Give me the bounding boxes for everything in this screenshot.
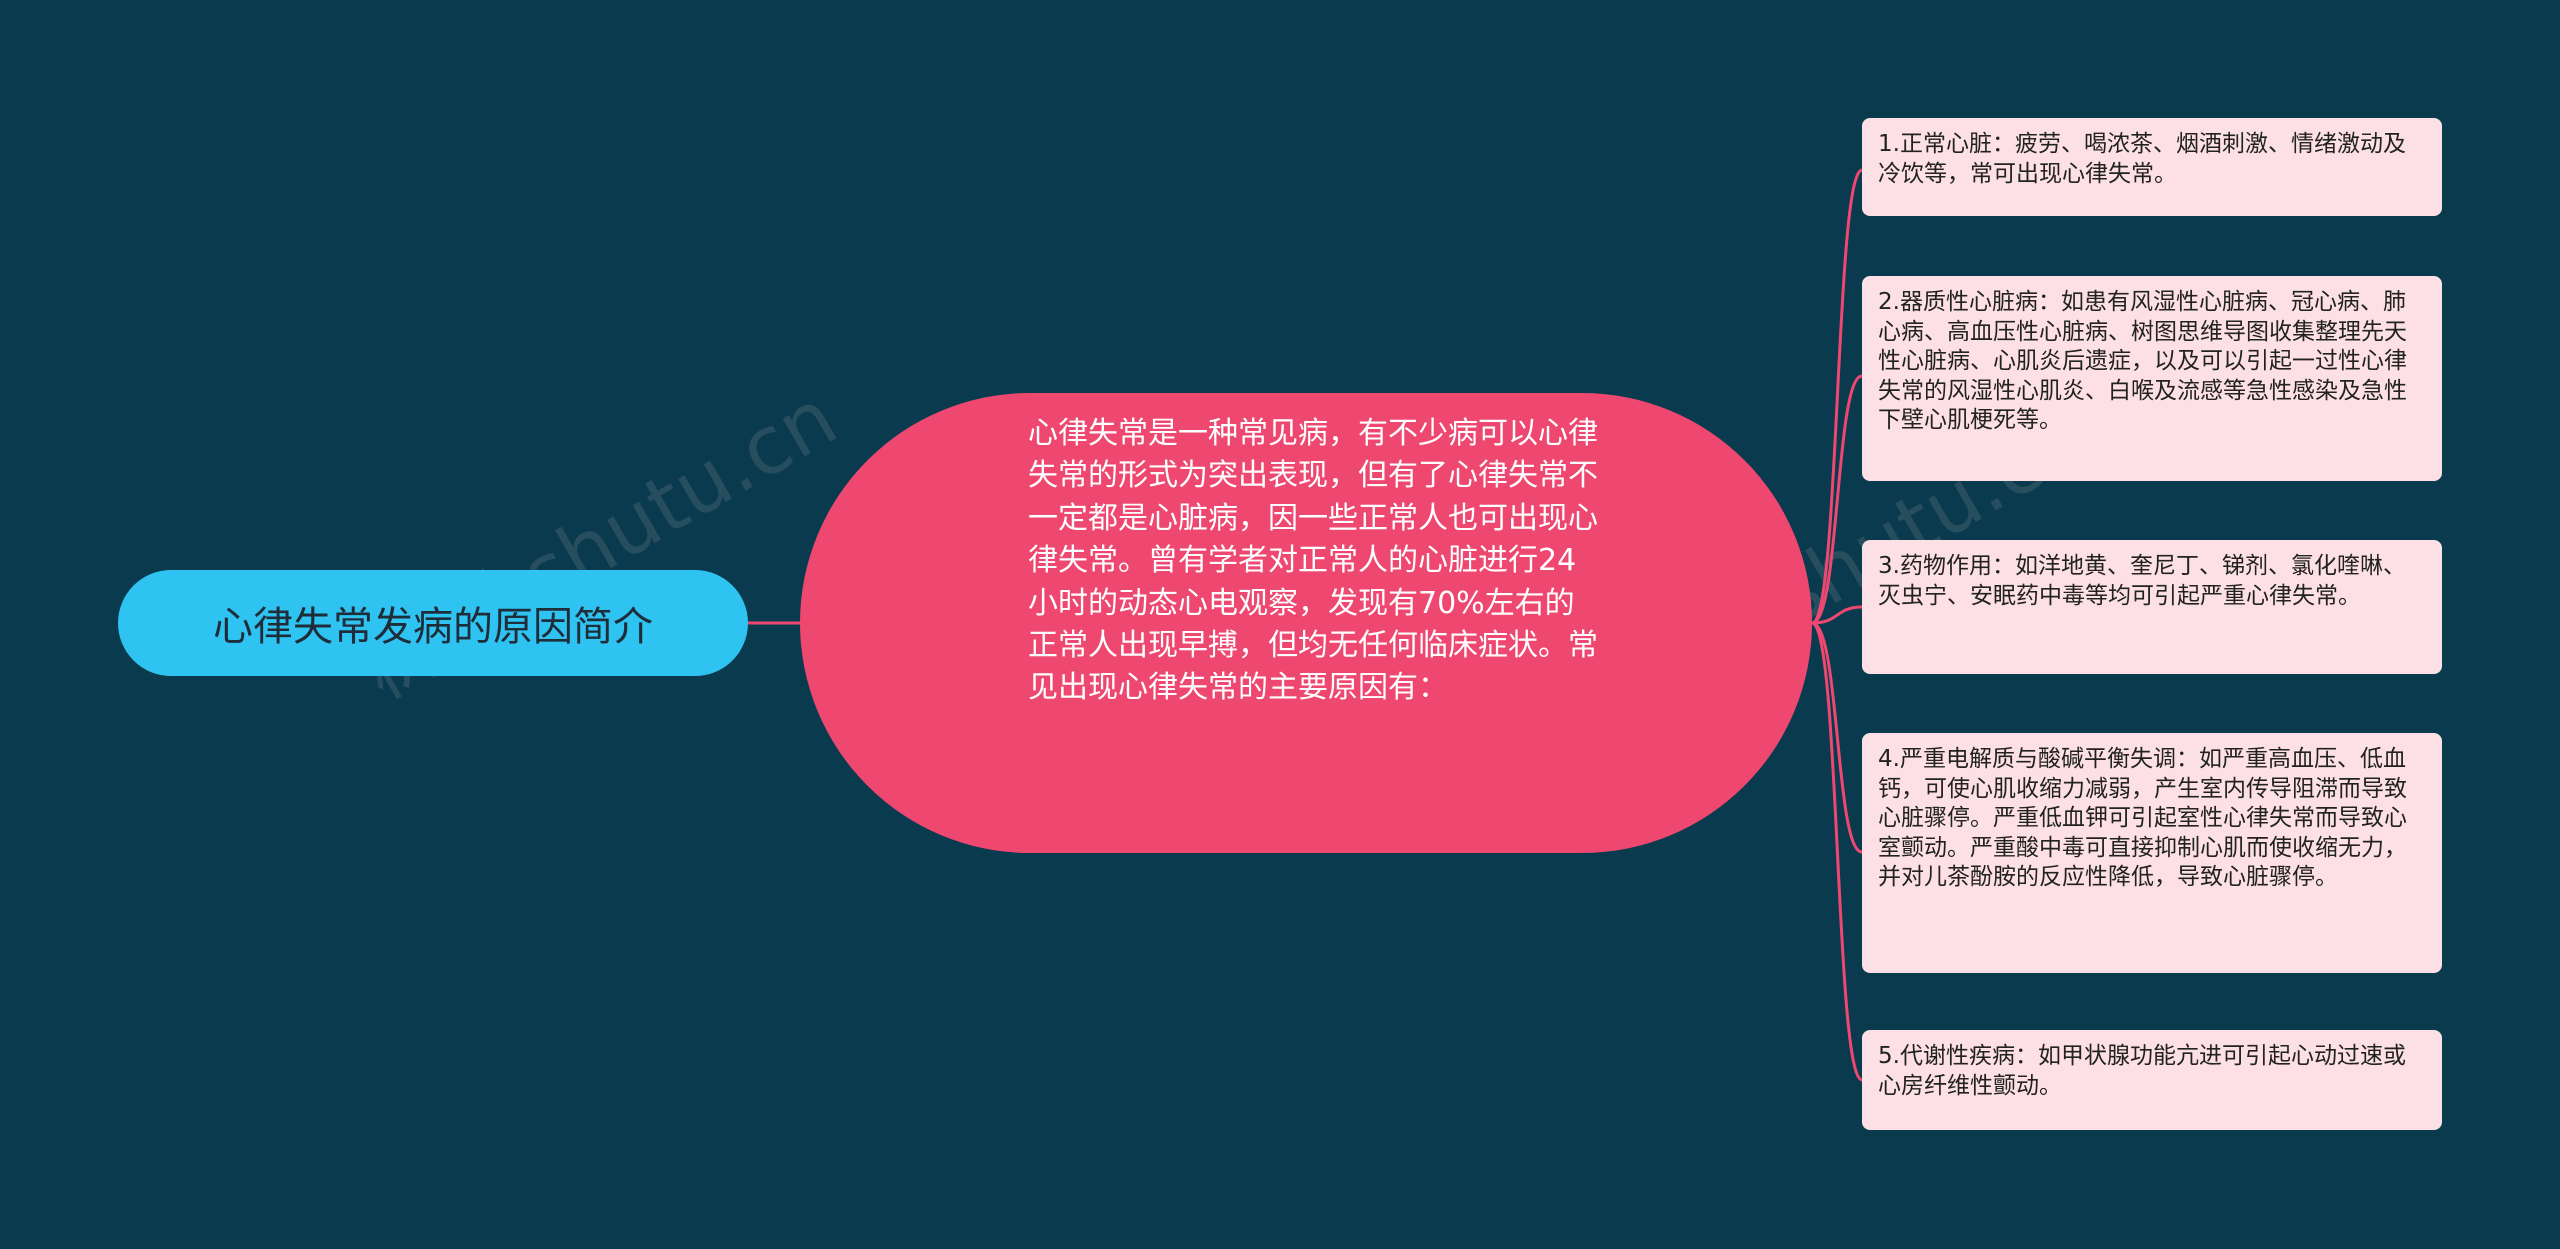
leaf-topic-text: 5.代谢性疾病：如甲状腺功能亢进可引起心动过速或心房纤维性颤动。 — [1878, 1043, 2406, 1099]
leaf-topic-3[interactable]: 3.药物作用：如洋地黄、奎尼丁、锑剂、氯化喹啉、灭虫宁、安眠药中毒等均可引起严重… — [1862, 540, 2442, 674]
leaf-topic-4[interactable]: 4.严重电解质与酸碱平衡失调：如严重高血压、低血钙，可使心肌收缩力减弱，产生室内… — [1862, 733, 2442, 973]
center-topic-text: 心律失常是一种常见病，有不少病可以心律失常的形式为突出表现，但有了心律失常不一定… — [1028, 416, 1598, 706]
leaf-topic-text: 2.器质性心脏病：如患有风湿性心脏病、冠心病、肺心病、高血压性心脏病、树图思维导… — [1878, 289, 2407, 433]
leaf-topic-text: 1.正常心脏：疲劳、喝浓茶、烟酒刺激、情绪激动及冷饮等，常可出现心律失常。 — [1878, 131, 2406, 187]
center-topic[interactable]: 心律失常是一种常见病，有不少病可以心律失常的形式为突出表现，但有了心律失常不一定… — [800, 393, 1812, 853]
leaf-topic-2[interactable]: 2.器质性心脏病：如患有风湿性心脏病、冠心病、肺心病、高血压性心脏病、树图思维导… — [1862, 276, 2442, 481]
branch-connectors — [1811, 168, 1863, 1082]
root-topic[interactable]: 心律失常发病的原因简介 — [118, 570, 748, 676]
leaf-topic-text: 3.药物作用：如洋地黄、奎尼丁、锑剂、氯化喹啉、灭虫宁、安眠药中毒等均可引起严重… — [1878, 553, 2406, 609]
leaf-topic-1[interactable]: 1.正常心脏：疲劳、喝浓茶、烟酒刺激、情绪激动及冷饮等，常可出现心律失常。 — [1862, 118, 2442, 216]
root-topic-label: 心律失常发病的原因简介 — [213, 604, 653, 650]
leaf-topic-5[interactable]: 5.代谢性疾病：如甲状腺功能亢进可引起心动过速或心房纤维性颤动。 — [1862, 1030, 2442, 1130]
leaf-topic-text: 4.严重电解质与酸碱平衡失调：如严重高血压、低血钙，可使心肌收缩力减弱，产生室内… — [1878, 746, 2407, 890]
